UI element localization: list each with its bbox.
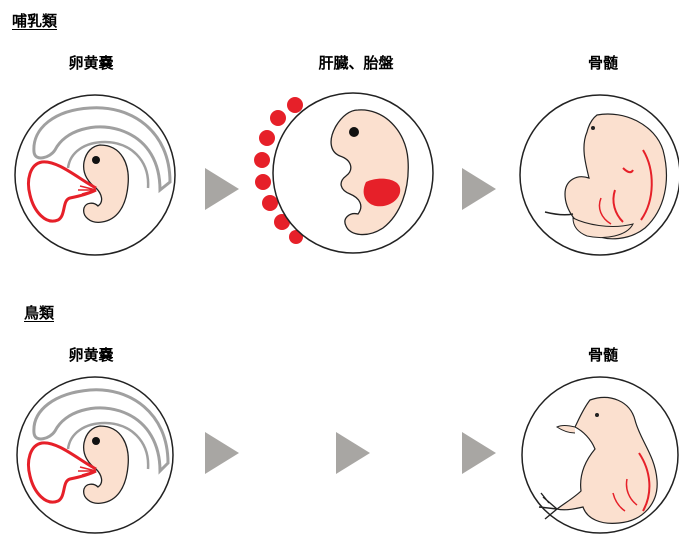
mammal-stage-label-bone-marrow: 骨髄: [543, 52, 663, 73]
bird-bone-marrow-chick-illustration: [515, 375, 679, 535]
bird-stage-label-bone-marrow: 骨髄: [543, 344, 663, 365]
mammal-stage-label-liver-placenta: 肝臓、胎盤: [296, 52, 416, 73]
bird-arrow-3: [462, 432, 496, 474]
bird-arrow-1: [205, 432, 239, 474]
bird-arrow-2: [336, 432, 370, 474]
mammal-stage-label-yolk-sac: 卵黄嚢: [31, 52, 151, 73]
mammal-yolk-sac-embryo-illustration: [10, 90, 180, 260]
mammal-bone-marrow-fetus-illustration: [515, 90, 679, 260]
mammal-liver-placenta-embryo-illustration: [258, 90, 438, 260]
bird-yolk-sac-embryo-illustration: [10, 375, 180, 535]
birds-title: 鳥類: [24, 302, 54, 323]
mammal-arrow-1: [205, 168, 239, 210]
mammals-title: 哺乳類: [12, 10, 57, 31]
bird-stage-label-yolk-sac: 卵黄嚢: [31, 344, 151, 365]
mammal-arrow-2: [462, 168, 496, 210]
